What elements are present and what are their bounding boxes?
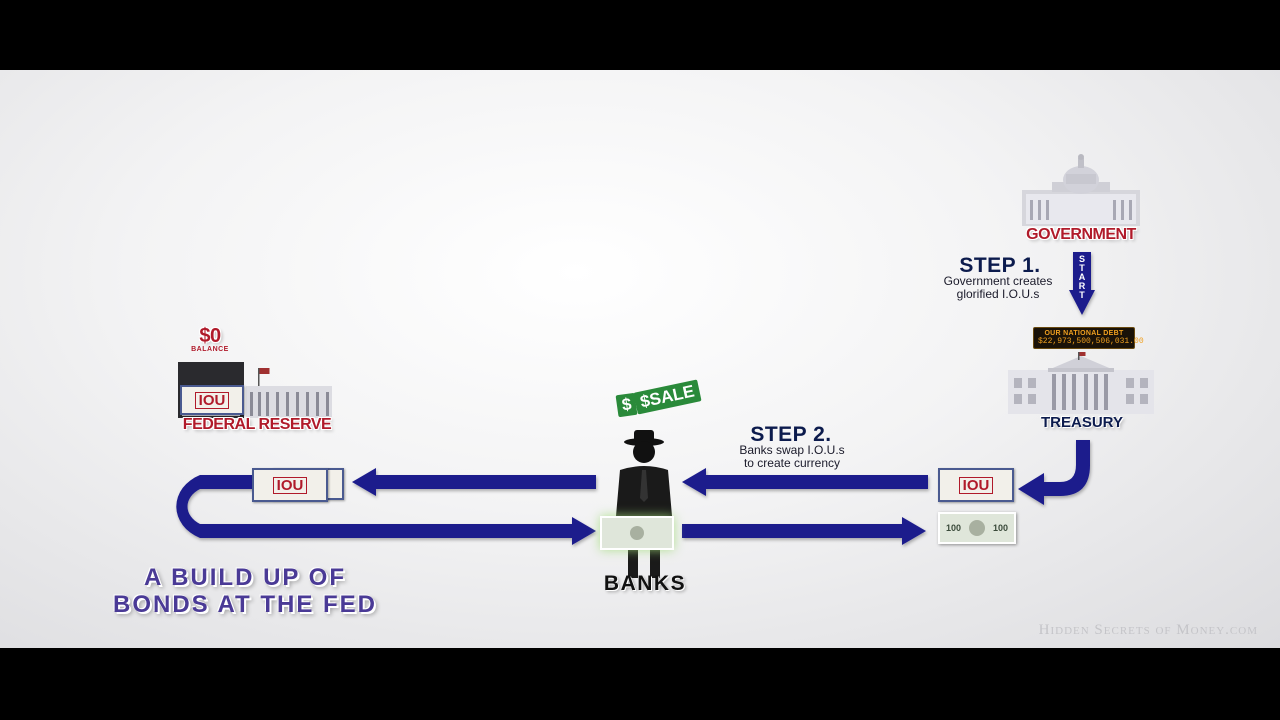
banks-dollar-portrait-icon [630,526,644,540]
step1-title: STEP 1. [959,254,1041,277]
arrow-treasury-curve [1040,440,1090,496]
build-up-caption: A BUILD UP OF BONDS AT THE FED [70,564,420,618]
banks-dollar-bill [600,516,674,550]
caption-line1: A BUILD UP OF [143,564,346,591]
arrow-treasury-to-banks [682,468,928,496]
step2-description-line2: to create currency [743,456,841,470]
government-label: GOVERNMENT [1026,226,1136,243]
step1-description: Government creates glorified I.O.U.s [928,275,1068,301]
treasury-building-icon [1008,352,1154,414]
arrow-banks-to-treasury [682,517,926,545]
arrow-fed-loop-to-banks [200,517,596,545]
fed-iou-stack: IOU [180,385,244,415]
banker-figure-icon [604,428,684,578]
debt-board-title: OUR NATIONAL DEBT [1044,330,1124,337]
step1-description-line1: Government creates [943,274,1053,288]
dollar-value-right: 100 [992,523,1008,533]
step1-description-line2: glorified I.O.U.s [956,287,1040,301]
fed-balance-value: $0 [199,325,221,347]
step2-description: Banks swap I.O.U.s to create currency [722,444,862,470]
watermark: Hidden Secrets of Money.com [1038,622,1258,638]
iou-note-left-text: IOU [272,476,308,494]
step2-description-line1: Banks swap I.O.U.s [739,443,845,457]
banks-label: BANKS [603,572,687,595]
dollar-value-left: 100 [946,523,962,533]
start-arrow-shaft [1073,252,1091,292]
letterbox-top [0,0,1280,70]
national-debt-board: OUR NATIONAL DEBT $22,973,500,506,031.00 [1033,327,1144,349]
step2-title: STEP 2. [750,423,832,446]
arrow-banks-to-fed [352,468,596,496]
letterbox-bottom [0,648,1280,720]
government-building-icon [1022,152,1140,230]
treasury-label: TREASURY [1041,414,1123,431]
start-arrow-head [1069,290,1095,315]
dollar-bill-right: 100 100 [938,512,1016,544]
federal-reserve-label: FEDERAL RESERVE [182,416,332,433]
debt-amount: $22,973,500,506,031.00 [1038,337,1144,346]
caption-line2: BONDS AT THE FED [113,591,377,618]
iou-note-right: IOU [938,468,1014,502]
dollar-portrait-icon [969,520,985,536]
fed-balance-display: $0 BALANCE [190,326,230,353]
fed-iou-text: IOU [194,391,230,409]
iou-note-right-text: IOU [958,476,994,494]
iou-note-left: IOU [252,468,328,502]
fed-balance-label: BALANCE [191,346,229,353]
